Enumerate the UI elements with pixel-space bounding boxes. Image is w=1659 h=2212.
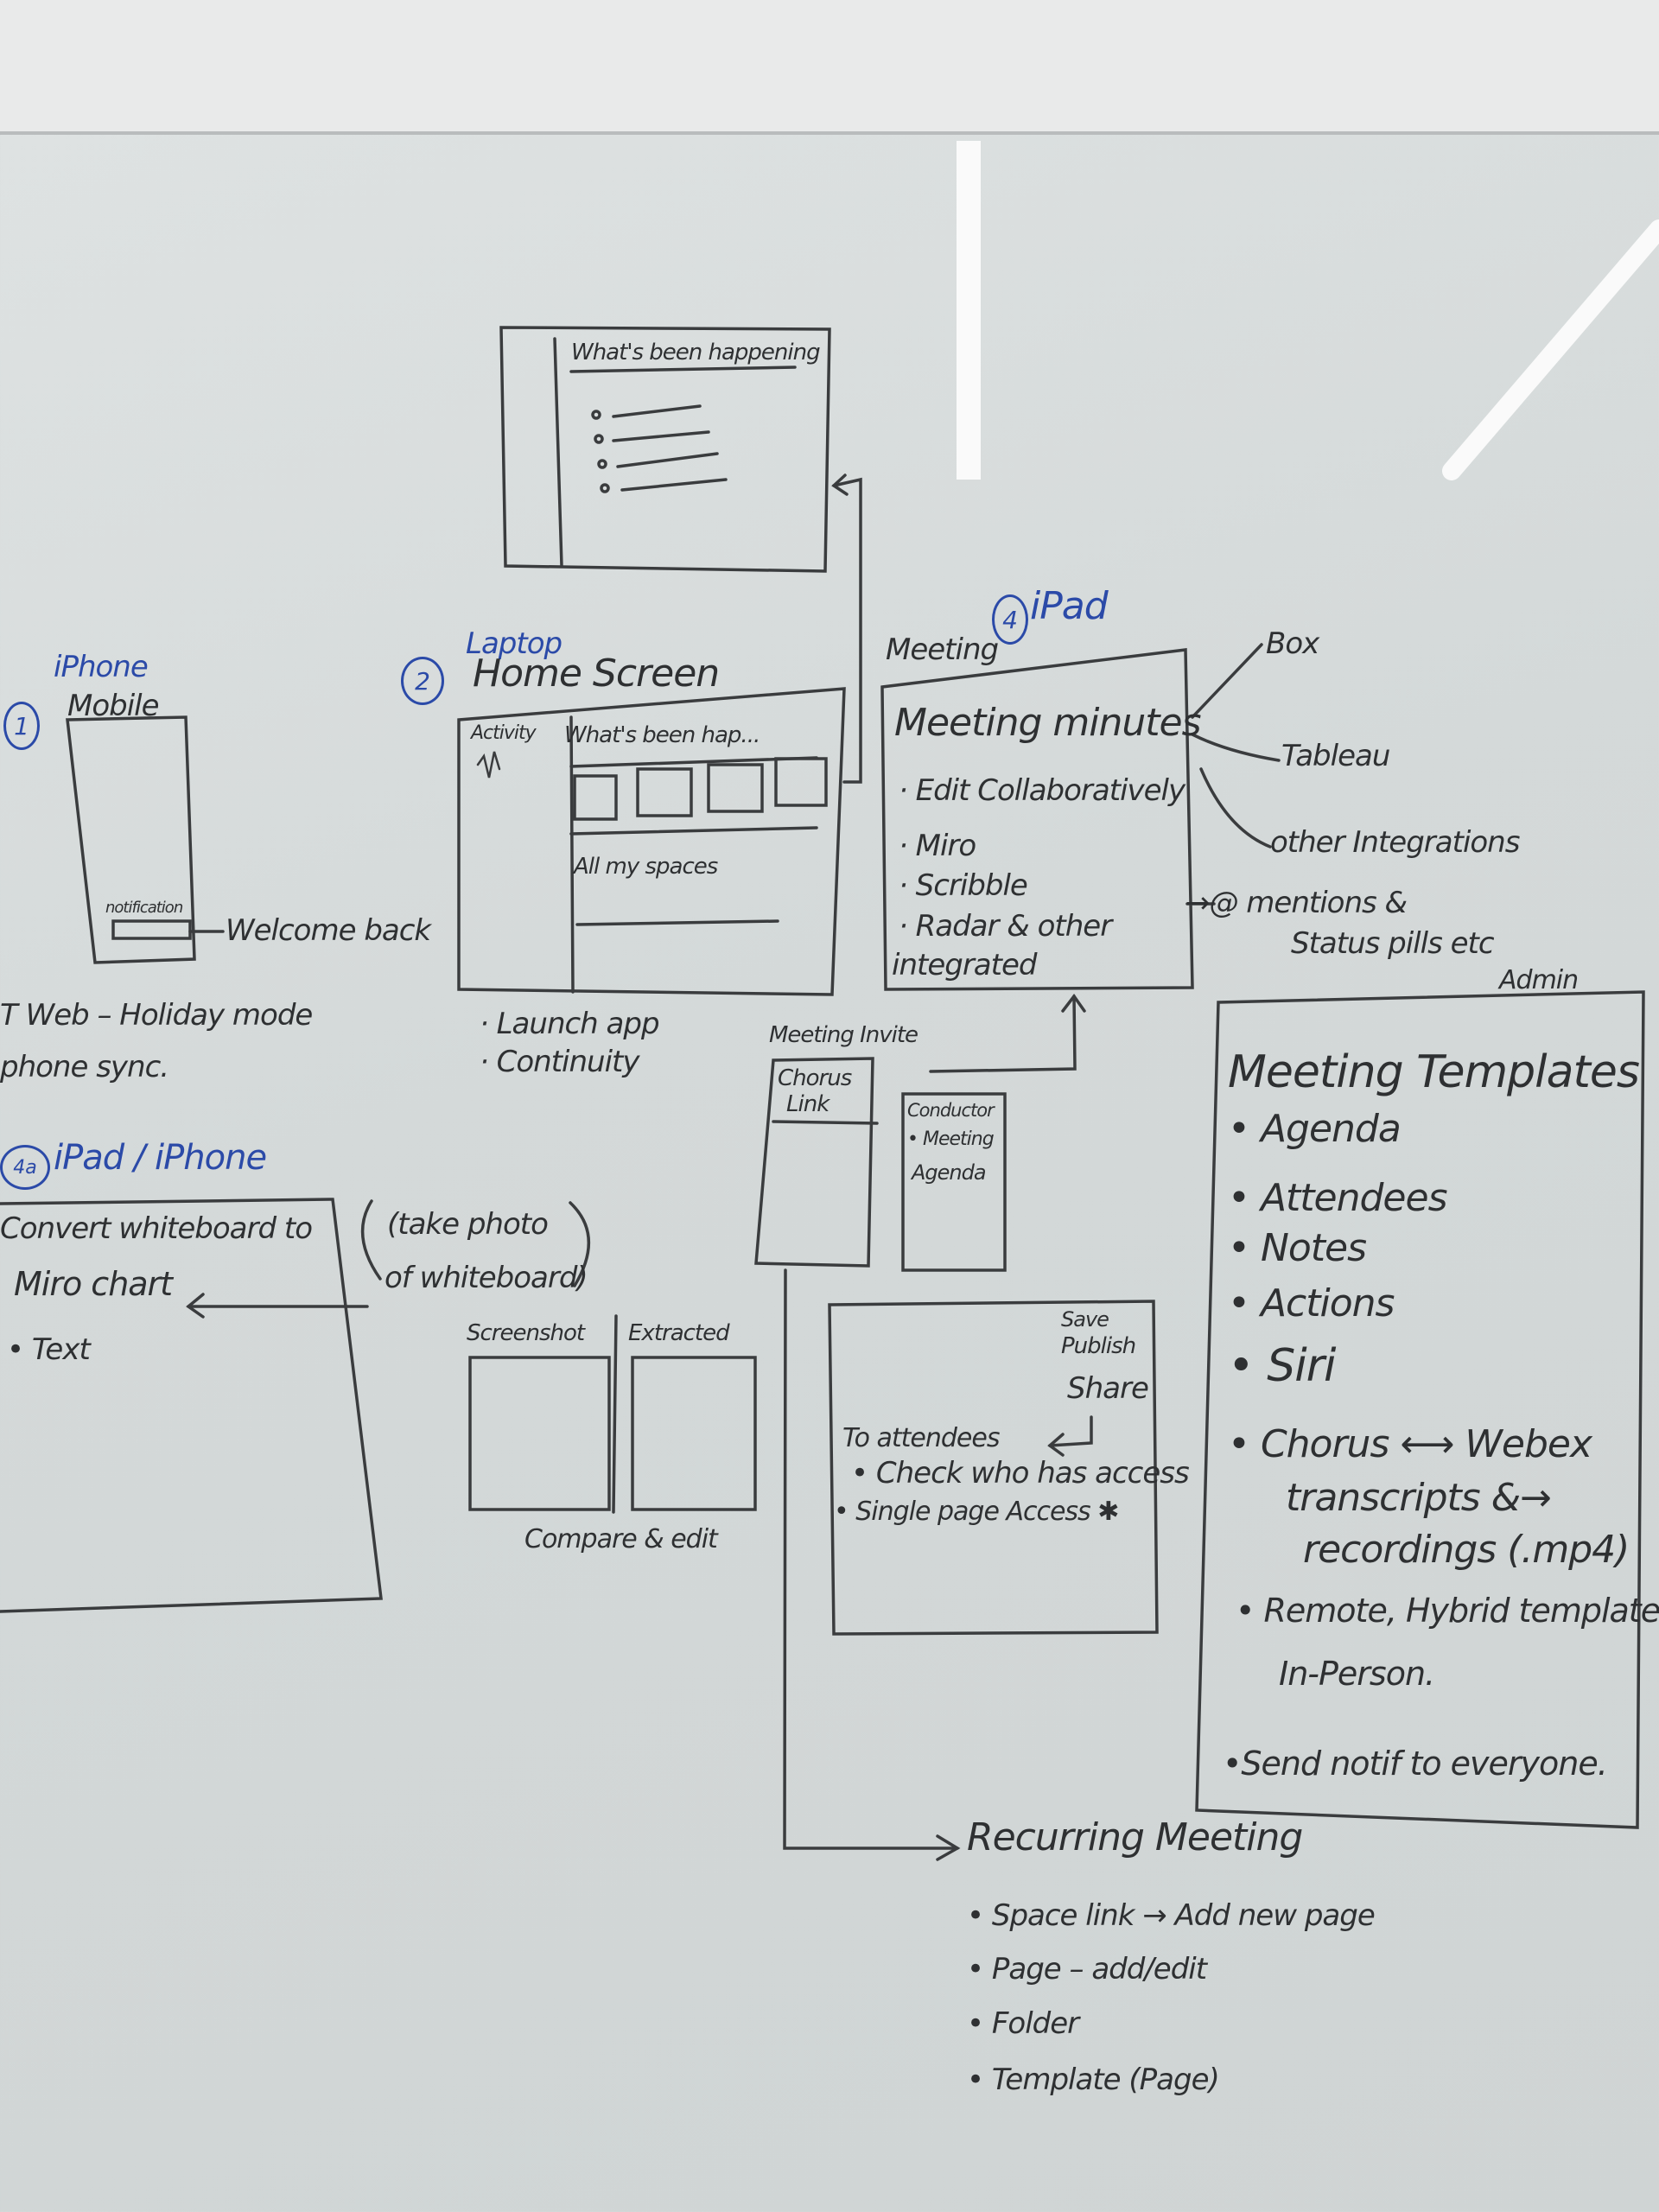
recurring-item: • Folder [967,2006,1079,2041]
laptop-section-spaces: All my spaces [574,854,718,880]
iphone-note: phone sync. [0,1050,169,1084]
template-item: • Siri [1228,1340,1336,1392]
integration-other: other Integrations [1270,825,1520,860]
whiteboard-number: 4a [13,1156,37,1179]
template-item: • Attendees [1228,1176,1447,1220]
share-action-publish: Publish [1061,1333,1136,1359]
iphone-notification: notification [105,899,183,917]
top-sketch-title: What's been happening [571,340,821,365]
mentions-note: →@ mentions & [1185,886,1408,920]
share-action-save: Save [1061,1307,1109,1332]
iphone-title: Mobile [67,689,160,723]
recurring-item: • Space link → Add new page [967,1898,1376,1933]
template-item: • Chorus ⟷ Webex [1228,1422,1592,1466]
template-item: •Send notif to everyone. [1223,1745,1608,1783]
share-item: • Single page Access ✱ [834,1497,1119,1527]
invite-link-line: Chorus [778,1065,852,1091]
whiteboard-line: Convert whiteboard to [0,1211,313,1246]
share-item: • Check who has access [851,1456,1190,1491]
share-heading: To attendees [842,1423,1000,1453]
invite-label: Meeting Invite [769,1022,918,1048]
photo-note: (take photo [387,1207,549,1242]
template-item: recordings (.mp4) [1303,1528,1630,1572]
ipad-device-label: iPad [1030,584,1109,628]
iphone-number-badge: 1 [3,702,40,750]
template-item: • Notes [1228,1226,1367,1270]
template-item: In-Person. [1279,1655,1435,1693]
iphone-callout: Welcome back [226,913,431,948]
ipad-item: · Miro [899,829,976,863]
recurring-item: • Template (Page) [967,2063,1220,2097]
admin-label: Admin [1499,965,1579,995]
ipad-meeting-label: Meeting [886,632,999,667]
laptop-number: 2 [415,666,430,696]
ipad-number: 4 [1002,605,1018,634]
extracted-label: Extracted [628,1320,730,1346]
ipad-title: Meeting minutes [894,701,1201,745]
integration-box: Box [1266,626,1319,661]
ipad-item: integrated [892,948,1037,982]
ipad-item: · Scribble [899,868,1028,903]
laptop-device-label: Laptop [466,626,563,661]
template-item: • Remote, Hybrid template [1236,1592,1659,1630]
whiteboard-line: • Text [7,1332,91,1367]
ipad-item: · Radar & other [899,909,1112,944]
admin-title: Meeting Templates [1228,1046,1640,1098]
iphone-note: T Web – Holiday mode [0,998,313,1033]
whiteboard-device-label: iPad / iPhone [54,1138,267,1178]
conductor-line: Conductor [907,1100,995,1121]
conductor-line: • Meeting [907,1128,995,1150]
whiteboard-line: Miro chart [14,1265,173,1303]
whiteboard-number-badge: 4a [0,1145,50,1190]
laptop-section-recent: What's been hap... [564,722,760,748]
conductor-line: Agenda [912,1160,987,1185]
ipad-number-badge: 4 [992,594,1028,645]
laptop-note: · Launch app [480,1007,660,1041]
share-action-share: Share [1067,1371,1149,1406]
template-item: • Actions [1228,1281,1395,1325]
template-item: transcripts &→ [1286,1476,1552,1520]
screenshot-label: Screenshot [467,1320,585,1346]
laptop-note: · Continuity [480,1045,639,1079]
invite-link-line: Link [786,1091,830,1117]
recurring-item: • Page – add/edit [967,1952,1207,1986]
compare-label: Compare & edit [524,1524,718,1554]
recurring-title: Recurring Meeting [967,1815,1303,1859]
laptop-sidebar-label: Activity [471,722,537,744]
template-item: • Agenda [1228,1107,1402,1151]
ipad-item: · Edit Collaboratively [899,773,1185,808]
mentions-note: Status pills etc [1291,926,1495,961]
laptop-number-badge: 2 [401,657,444,705]
iphone-device-label: iPhone [54,650,149,684]
laptop-title: Home Screen [473,652,720,696]
integration-tableau: Tableau [1281,739,1390,773]
iphone-number: 1 [14,711,29,741]
photo-note: of whiteboard) [385,1261,588,1295]
wall [0,0,1659,135]
